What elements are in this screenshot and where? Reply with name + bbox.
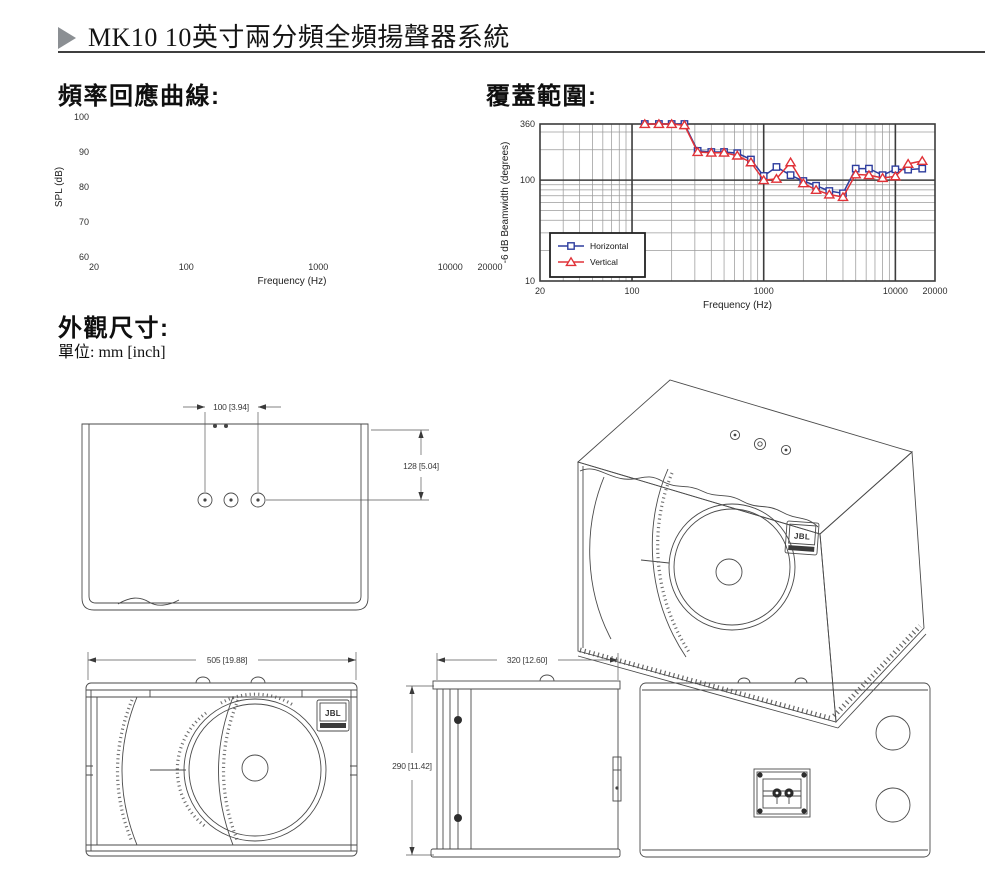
header-divider bbox=[58, 51, 985, 53]
svg-text:10000: 10000 bbox=[883, 286, 908, 296]
svg-text:Horizontal: Horizontal bbox=[590, 241, 628, 251]
dimensions-unit-note: 單位: mm [inch] bbox=[58, 344, 166, 361]
svg-text:Vertical: Vertical bbox=[590, 257, 618, 267]
frequency-response-heading: 頻率回應曲線: bbox=[58, 83, 221, 110]
svg-text:80: 80 bbox=[79, 182, 89, 192]
coverage-heading: 覆蓋範圍: bbox=[486, 83, 598, 110]
jbl-badge-front: JBL bbox=[316, 699, 350, 732]
svg-text:100: 100 bbox=[179, 262, 194, 272]
svg-text:100: 100 bbox=[625, 286, 640, 296]
top-view-drawing: 100 [3.94] 128 [5.04] bbox=[81, 402, 439, 611]
svg-text:60: 60 bbox=[79, 252, 89, 262]
svg-text:90: 90 bbox=[79, 147, 89, 157]
top-view-width-dim-label: 100 [3.94] bbox=[213, 402, 249, 412]
page-title: MK10 10英寸兩分頻全頻揚聲器系統 bbox=[88, 23, 510, 52]
svg-text:20: 20 bbox=[89, 262, 99, 272]
svg-text:100: 100 bbox=[520, 175, 535, 185]
front-view-width-dim-label: 505 [19.88] bbox=[207, 655, 247, 665]
svg-text:20000: 20000 bbox=[477, 262, 502, 272]
dimensions-heading: 外觀尺寸: bbox=[58, 315, 170, 342]
svg-text:360: 360 bbox=[520, 119, 535, 129]
svg-text:1000: 1000 bbox=[754, 286, 774, 296]
svg-text:Frequency (Hz): Frequency (Hz) bbox=[258, 276, 327, 287]
svg-text:Frequency (Hz): Frequency (Hz) bbox=[703, 300, 772, 311]
jbl-badge-3d: JBL bbox=[784, 520, 820, 556]
side-view-height-dim-label: 290 [11.42] bbox=[392, 761, 432, 771]
svg-text:-6 dB Beamwidth (degrees): -6 dB Beamwidth (degrees) bbox=[500, 142, 511, 264]
svg-text:100: 100 bbox=[74, 112, 89, 122]
svg-text:20: 20 bbox=[535, 286, 545, 296]
svg-text:70: 70 bbox=[79, 217, 89, 227]
frequency-response-chart: 20 100 1000 10000 20000 100 90 80 70 60Frequency … bbox=[54, 112, 503, 287]
front-view-drawing: 505 [19.88] JBL bbox=[85, 652, 358, 857]
side-view-width-dim-label: 320 [12.60] bbox=[507, 655, 547, 665]
speaker-terminal-panel bbox=[753, 768, 811, 818]
svg-text:10: 10 bbox=[525, 276, 535, 286]
isometric-view-drawing: JBL bbox=[577, 379, 927, 729]
back-view-drawing bbox=[639, 677, 931, 858]
jbl-logo-text: JBL bbox=[325, 709, 341, 718]
top-view-height-dim-label: 128 [5.04] bbox=[403, 461, 439, 471]
svg-text:10000: 10000 bbox=[438, 262, 463, 272]
svg-text:SPL (dB): SPL (dB) bbox=[54, 167, 65, 207]
header-triangle-icon bbox=[58, 27, 76, 49]
jbl-logo-text: JBL bbox=[794, 531, 811, 541]
side-view-drawing: 320 [12.60] 290 [11.42] bbox=[392, 653, 622, 858]
svg-text:1000: 1000 bbox=[308, 262, 328, 272]
svg-text:20000: 20000 bbox=[922, 286, 947, 296]
